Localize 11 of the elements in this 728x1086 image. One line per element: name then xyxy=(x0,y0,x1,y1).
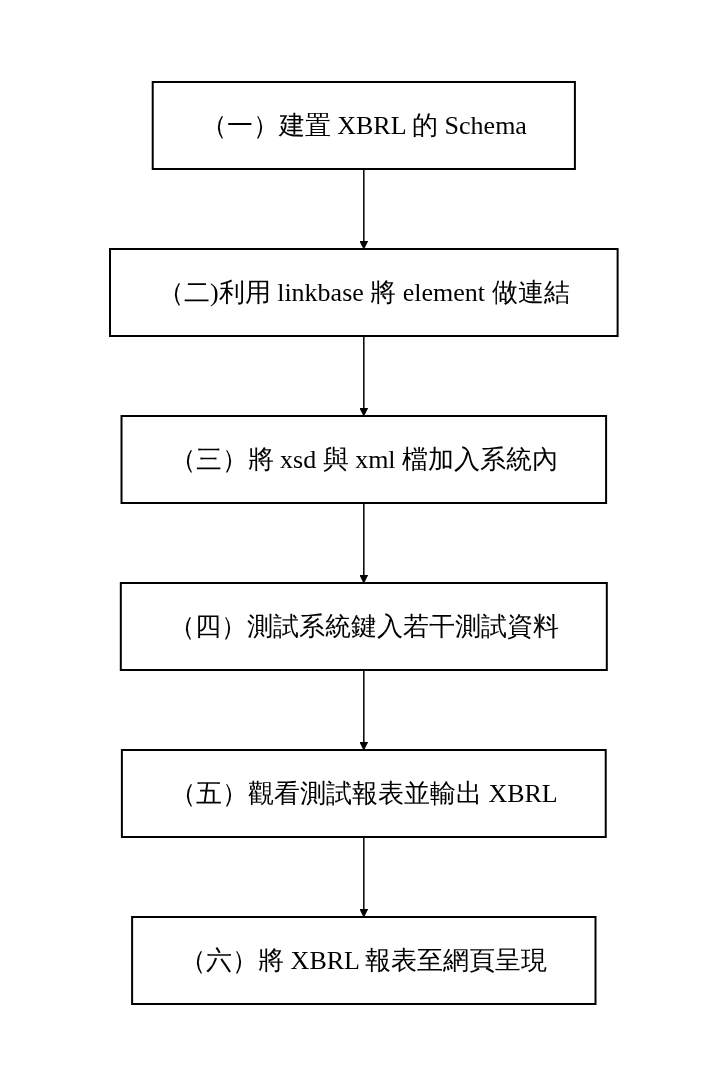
arrow xyxy=(359,168,369,250)
arrow xyxy=(359,669,369,751)
node-box: （六）將 XBRL 報表至網頁呈現 xyxy=(131,916,597,1005)
arrow xyxy=(359,335,369,417)
node-box: （二)利用 linkbase 將 element 做連結 xyxy=(109,248,619,337)
node-box: （五）觀看測試報表並輸出 XBRL xyxy=(121,749,607,838)
node-box: （四）測試系統鍵入若干測試資料 xyxy=(120,582,608,671)
arrow xyxy=(359,836,369,918)
node-box: （一）建置 XBRL 的 Schema xyxy=(151,81,577,170)
node-box: （三）將 xsd 與 xml 檔加入系統內 xyxy=(120,415,608,504)
arrow xyxy=(359,502,369,584)
